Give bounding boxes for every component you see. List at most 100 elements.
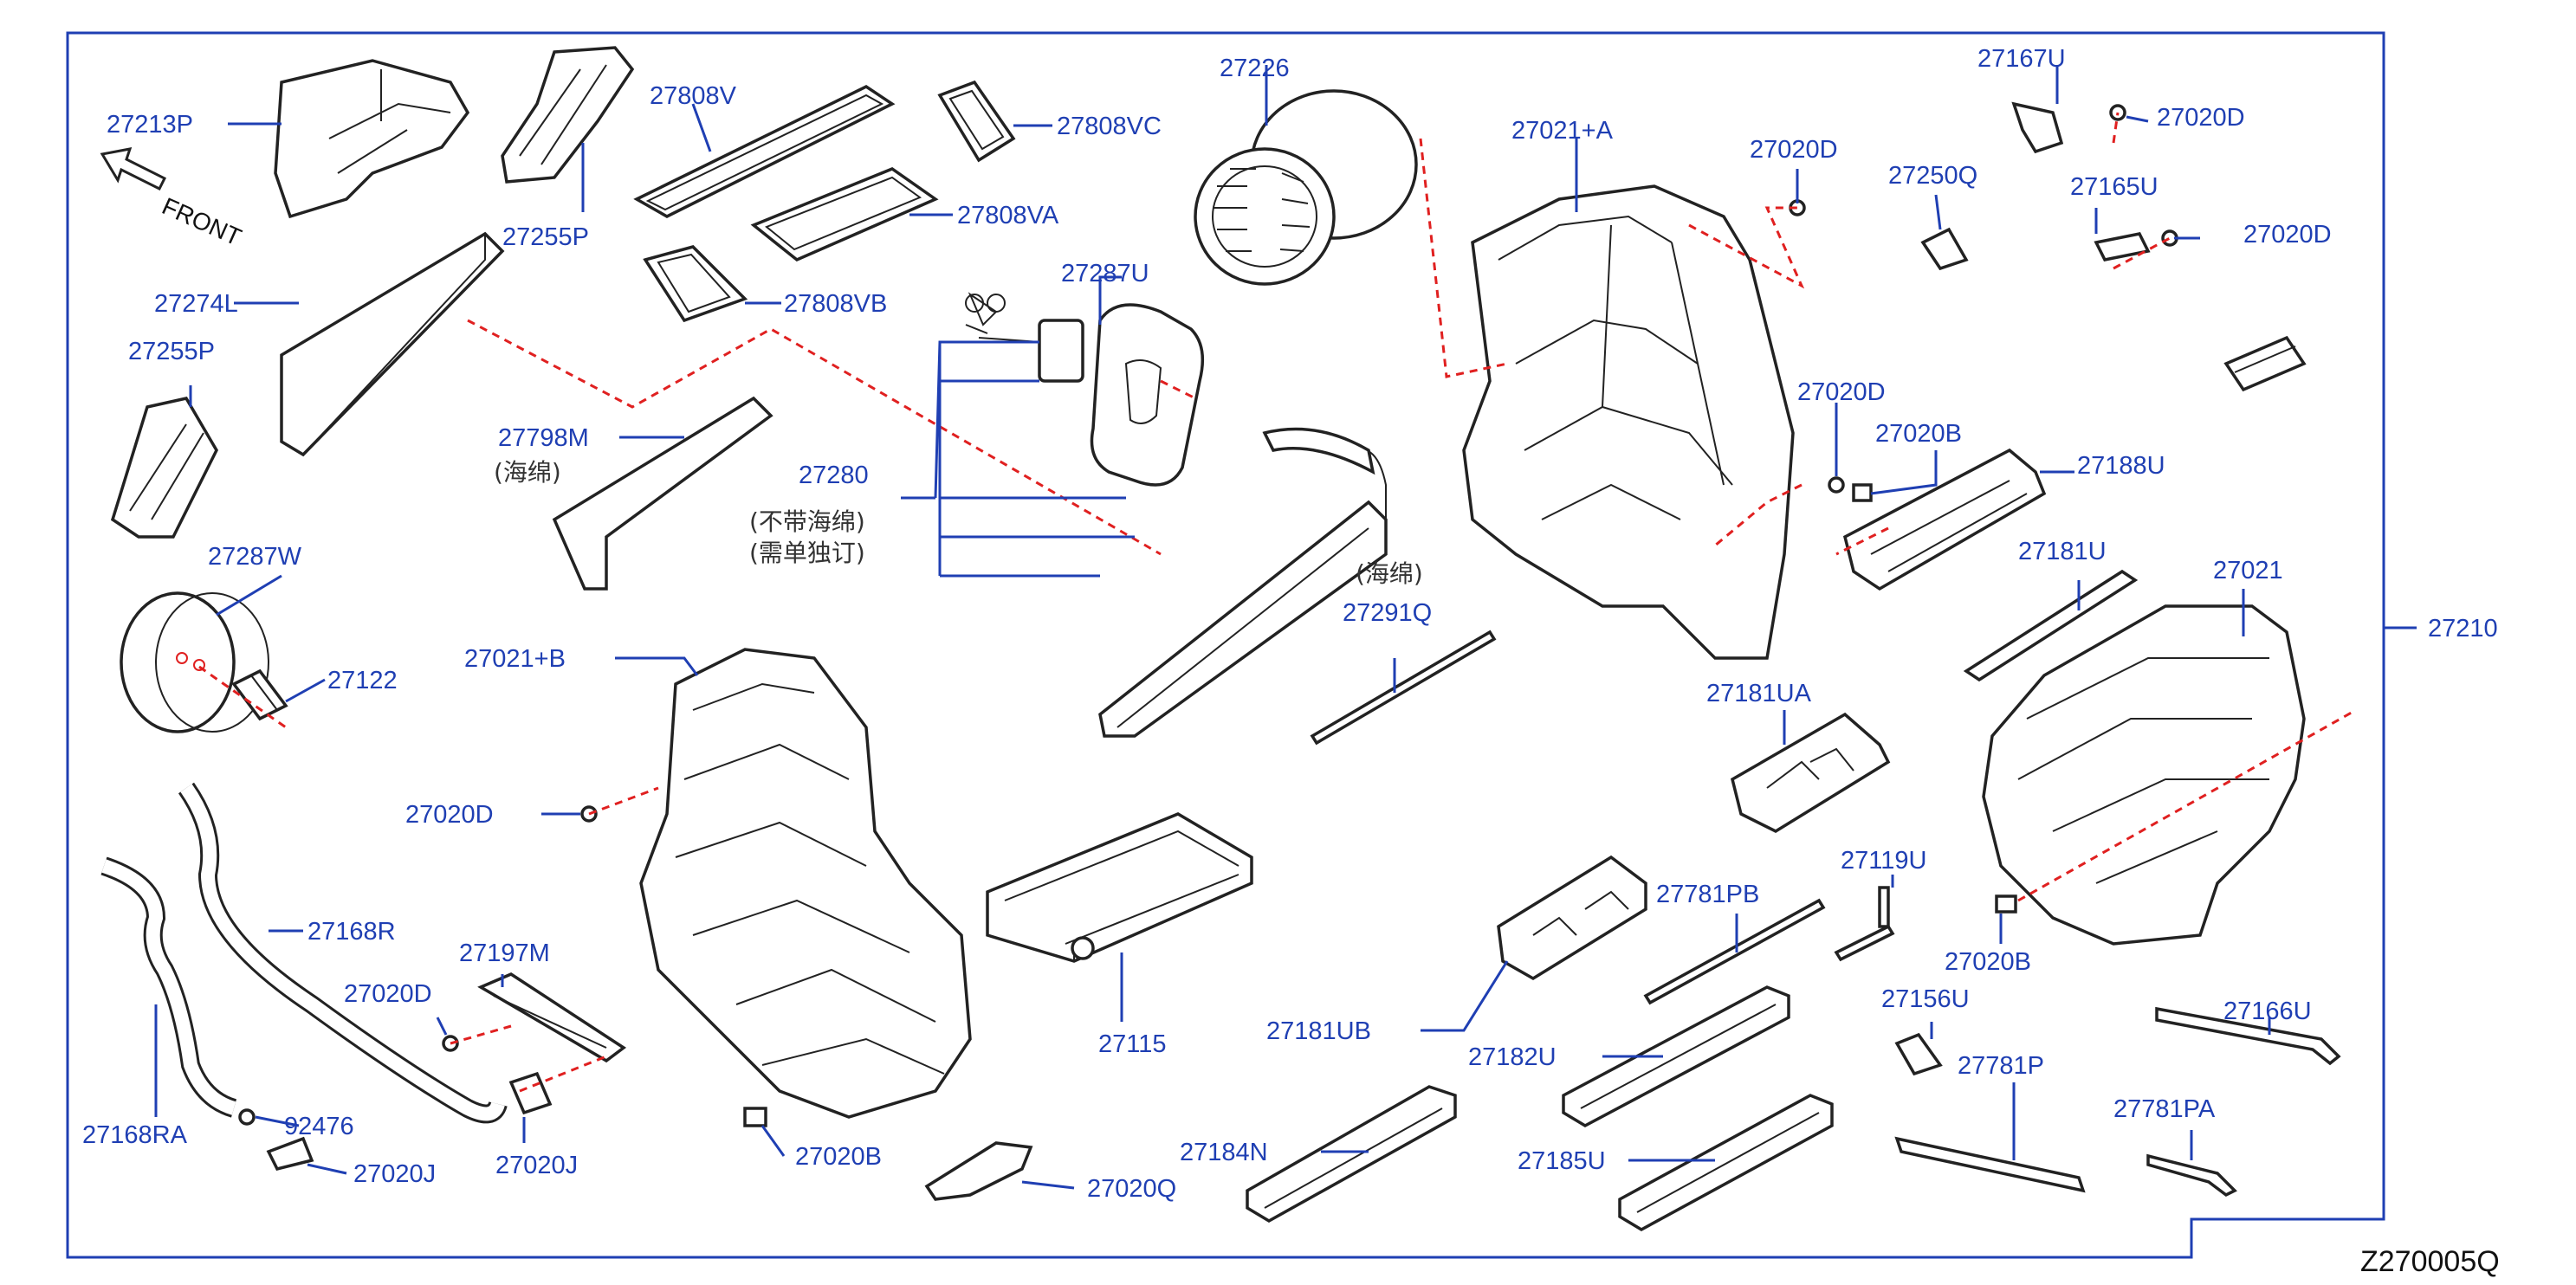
- reference-code: Z270005Q: [2360, 1245, 2500, 1278]
- label-27021B: 27021+B: [464, 645, 566, 673]
- gasket-27808V: [633, 84, 896, 218]
- label-27197M: 27197M: [459, 940, 550, 967]
- sensor-27119U: [1834, 886, 1895, 962]
- gasket-27808VC: [937, 80, 1016, 163]
- label-27181U: 27181U: [2018, 538, 2107, 565]
- seal-27020Q: [924, 1141, 1033, 1201]
- insulator-27287U: [1090, 303, 1205, 487]
- actuator-27167U: [2011, 101, 2064, 154]
- label-27184N: 27184N: [1180, 1139, 1268, 1166]
- sponge-27798M: [552, 396, 773, 591]
- clamp-92476: [238, 1108, 256, 1126]
- bracket-27255P: [110, 397, 218, 539]
- label-27166U: 27166U: [2223, 998, 2312, 1025]
- label-27020B-1: 27020B: [1875, 420, 1962, 448]
- note-not-incl-sponge: (不带海绵): [749, 507, 865, 536]
- label-27020B-3: 27020B: [1945, 948, 2031, 976]
- label-27168RA: 27168RA: [82, 1121, 188, 1149]
- label-27210: 27210: [2428, 615, 2498, 642]
- label-27021: 27021: [2213, 557, 2283, 584]
- blower-fan-27226: [1194, 89, 1418, 286]
- label-27020D-3: 27020D: [2243, 221, 2332, 249]
- label-27020D-1: 27020D: [1750, 136, 1838, 164]
- door-27185U: [1618, 1094, 1834, 1232]
- label-27255P-upper: 27255P: [502, 223, 589, 251]
- label-27781PA: 27781PA: [2113, 1095, 2216, 1123]
- label-27122: 27122: [327, 667, 398, 694]
- label-27182U: 27182U: [1468, 1043, 1557, 1071]
- label-27188U: 27188U: [2077, 452, 2165, 480]
- label-27115: 27115: [1098, 1030, 1167, 1058]
- label-27168R: 27168R: [307, 918, 396, 946]
- label-27156U: 27156U: [1881, 985, 1970, 1013]
- note-sponge-1: (海绵): [494, 458, 561, 487]
- label-27185U: 27185U: [1518, 1147, 1606, 1175]
- evaporator-27280: [1098, 427, 1388, 738]
- label-92476: 92476: [284, 1113, 354, 1140]
- heater-core-27115: [986, 812, 1253, 963]
- label-27287W: 27287W: [208, 543, 302, 571]
- front-label: FRONT: [159, 192, 246, 251]
- label-27020B-2: 27020B: [795, 1143, 882, 1171]
- label-27255P-lower: 27255P: [128, 338, 215, 365]
- strip-27781PB: [1643, 898, 1826, 1005]
- clip-27156U: [1894, 1032, 1943, 1076]
- gasket-27808VB: [643, 245, 748, 323]
- label-27274L: 27274L: [154, 290, 238, 318]
- label-27808VA: 27808VA: [957, 202, 1059, 229]
- label-27798M: 27798M: [498, 424, 589, 452]
- clip-27250Q: [1920, 227, 1969, 271]
- label-27020D-6: 27020D: [344, 980, 432, 1008]
- label-27287U: 27287U: [1061, 260, 1149, 287]
- label-27280: 27280: [799, 462, 869, 489]
- label-27181UB: 27181UB: [1266, 1017, 1371, 1045]
- door-27184N: [1246, 1085, 1457, 1224]
- label-27021A: 27021+A: [1511, 117, 1614, 145]
- housing-27021B: [639, 648, 972, 1119]
- rod-27166U: [2155, 1006, 2341, 1066]
- label-27167U: 27167U: [1977, 45, 2066, 73]
- gasket-27808VA: [750, 167, 939, 262]
- part-labels: 27213P 27808V 27808VC 27808VA 27808VB 27…: [82, 45, 2498, 1203]
- note-sponge-2: (海绵): [1356, 559, 1423, 588]
- door-27181UA: [1730, 712, 1891, 834]
- front-arrow-icon: FRONT: [100, 147, 246, 251]
- clip-27020J: [266, 1071, 553, 1172]
- label-27250Q: 27250Q: [1888, 162, 1977, 190]
- expansion-valve-27280: [965, 292, 1084, 383]
- label-27226: 27226: [1220, 55, 1290, 82]
- seal-27287W: [120, 591, 269, 733]
- label-27808V: 27808V: [650, 82, 737, 110]
- filter-27274L: [280, 231, 505, 457]
- vent-door-27188U: [1842, 448, 2047, 591]
- clip-27122: [231, 668, 288, 721]
- label-27020D-4: 27020D: [1797, 378, 1886, 406]
- rod-27781PA: [2146, 1153, 2237, 1198]
- label-27165U: 27165U: [2070, 173, 2159, 201]
- duct-27255P: [501, 46, 635, 184]
- actuator-27165U: [2094, 232, 2151, 262]
- label-27781PB: 27781PB: [1656, 881, 1759, 908]
- leader-lines: [154, 65, 2271, 1190]
- label-27808VB: 27808VB: [784, 290, 887, 318]
- label-27020D-2: 27020D: [2157, 104, 2245, 132]
- label-27020Q: 27020Q: [1087, 1175, 1176, 1203]
- label-27020J-2: 27020J: [495, 1152, 578, 1179]
- bracket-27197M: [477, 972, 627, 1063]
- housing-27021A: [1462, 184, 1795, 660]
- hose-27168R: [178, 782, 508, 1124]
- hose-27168RA: [100, 856, 237, 1118]
- rod-27781P: [1894, 1136, 2086, 1193]
- door-27181UB: [1497, 855, 1647, 981]
- label-27213P: 27213P: [107, 111, 193, 139]
- label-27181UA: 27181UA: [1706, 680, 1812, 707]
- assembly-dashed-lines: [198, 112, 2357, 1093]
- note-order-separately: (需单独订): [749, 539, 865, 567]
- label-27020D-5: 27020D: [405, 801, 494, 829]
- label-27291Q: 27291Q: [1343, 599, 1432, 627]
- label-27119U: 27119U: [1841, 847, 1926, 875]
- link-27181U: [1963, 569, 2139, 682]
- clip-27122-extra: [2223, 335, 2307, 392]
- strip-27291Q: [1310, 630, 1497, 746]
